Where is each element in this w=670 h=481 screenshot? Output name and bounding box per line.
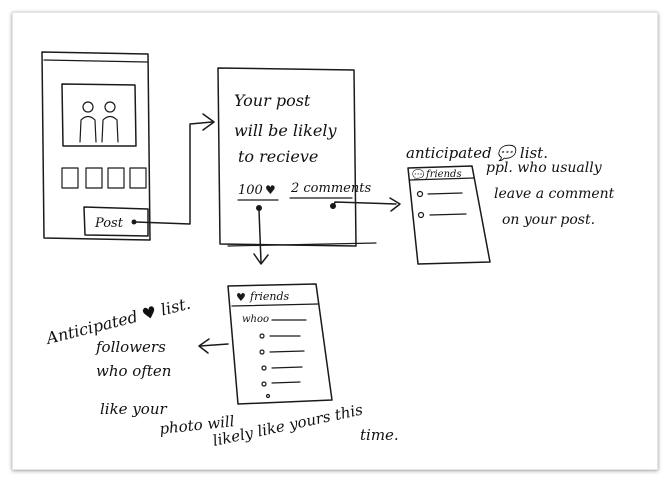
arrow-to-post-panel [135, 113, 215, 225]
prediction-line-3: to recieve [238, 147, 318, 166]
heart-icon: ♥ [265, 183, 276, 197]
like-list-header: friends [249, 290, 289, 303]
likes-count: 100 [238, 183, 263, 198]
comment-list-title: anticipated 💬 list. [406, 144, 548, 162]
comment-note-line-3: on your post. [502, 212, 595, 228]
post-button-label: Post [94, 216, 124, 231]
like-list-sketch: ♥ friends whoo Anticipated ♥ list. follo… [42, 283, 399, 450]
prediction-line-2: will be likely [234, 121, 337, 140]
phone-mockup: Post [41, 51, 151, 241]
heart-icon: ♥ [236, 291, 246, 304]
like-note-line-3: like your [100, 400, 167, 418]
comments-count: 2 comments [290, 181, 371, 196]
like-note-line-6: time. [360, 426, 399, 444]
comment-note-line-1: ppl. who usually [486, 160, 603, 176]
like-note-line-1: followers [95, 338, 166, 356]
paper-sheet [12, 12, 658, 470]
comment-bubble-icon: 💬 [412, 168, 425, 181]
arrow-to-comment-list [332, 197, 401, 212]
thumbnail-row [61, 167, 147, 189]
post-prediction-panel: Your post will be likely to recieve 100 … [217, 67, 377, 247]
people-icon [79, 101, 119, 143]
like-list-row-scribble: whoo [242, 314, 269, 325]
prediction-line-1: Your post [234, 91, 311, 110]
comment-list-header: friends [425, 169, 462, 180]
arrow-to-like-list [253, 209, 269, 265]
comment-note-line-2: leave a comment [494, 186, 615, 202]
like-note-line-2: who often [96, 362, 171, 380]
comment-list-sketch: anticipated 💬 list. 💬 friends ppl. who u… [406, 144, 615, 265]
